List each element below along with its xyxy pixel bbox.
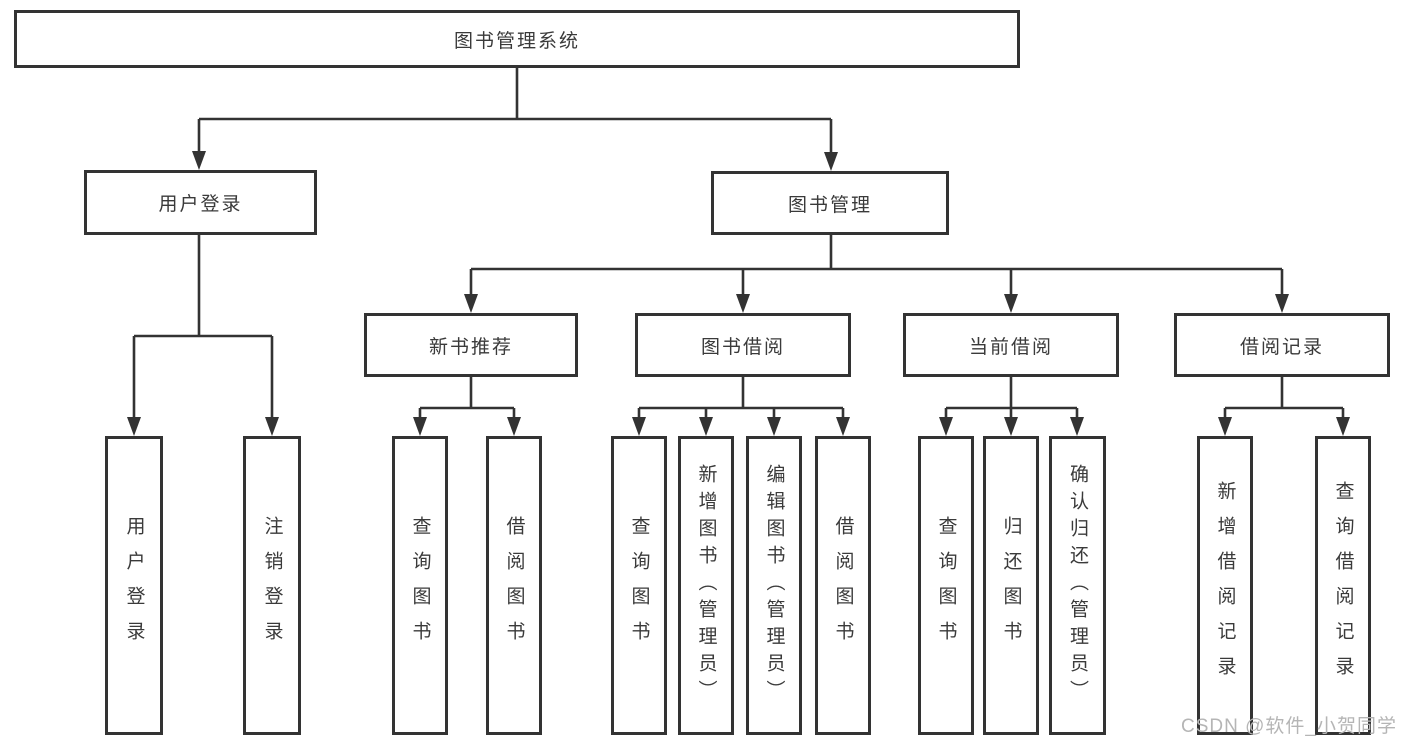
- leaf-query-book-borrow: 查询图书: [611, 436, 667, 735]
- leaf-confirm-return-admin: 确认归还（管理员）: [1049, 436, 1106, 735]
- leaf-user-login-label: 用户登录: [123, 515, 145, 656]
- leaf-add-borrow-record-label: 新增借阅记录: [1214, 480, 1236, 691]
- leaf-add-book-admin-label: 新增图书（管理员）: [695, 464, 717, 707]
- leaf-return-book: 归还图书: [983, 436, 1039, 735]
- node-new-book-recommend-label: 新书推荐: [428, 336, 513, 358]
- node-book-management-label: 图书管理: [787, 194, 872, 216]
- leaf-logout-login-label: 注销登录: [261, 515, 283, 656]
- leaf-borrow-book: 借阅图书: [815, 436, 871, 735]
- node-book-borrow: 图书借阅: [635, 313, 851, 377]
- leaf-confirm-return-admin-label: 确认归还（管理员）: [1067, 464, 1088, 707]
- node-borrow-records-label: 借阅记录: [1239, 336, 1324, 358]
- leaf-query-borrow-record-label: 查询借阅记录: [1332, 480, 1354, 691]
- leaf-user-login: 用户登录: [105, 436, 163, 735]
- node-root-label: 图书管理系统: [453, 30, 580, 52]
- leaf-edit-book-admin: 编辑图书（管理员）: [746, 436, 802, 735]
- node-book-management: 图书管理: [711, 171, 949, 235]
- leaf-query-borrow-record: 查询借阅记录: [1315, 436, 1371, 735]
- leaf-edit-book-admin-label: 编辑图书（管理员）: [763, 464, 785, 707]
- leaf-borrow-book-recommend-label: 借阅图书: [503, 515, 525, 656]
- leaf-return-book-label: 归还图书: [1000, 515, 1022, 656]
- arrowheads: [127, 151, 1350, 436]
- leaf-add-book-admin: 新增图书（管理员）: [678, 436, 734, 735]
- node-user-login-label: 用户登录: [158, 194, 243, 215]
- leaf-query-book-recommend: 查询图书: [392, 436, 448, 735]
- leaf-add-borrow-record: 新增借阅记录: [1197, 436, 1253, 735]
- leaf-query-book-borrow-label: 查询图书: [628, 515, 650, 656]
- csdn-watermark: CSDN @软件_小贺同学: [1181, 716, 1397, 737]
- leaf-query-book-current: 查询图书: [918, 436, 974, 735]
- leaf-borrow-book-label: 借阅图书: [832, 515, 854, 656]
- node-borrow-records: 借阅记录: [1174, 313, 1390, 377]
- leaf-logout-login: 注销登录: [243, 436, 301, 735]
- node-user-login: 用户登录: [84, 170, 317, 235]
- node-book-borrow-label: 图书借阅: [700, 336, 785, 358]
- leaf-borrow-book-recommend: 借阅图书: [486, 436, 542, 735]
- node-current-borrow-label: 当前借阅: [968, 336, 1053, 358]
- node-root: 图书管理系统: [14, 10, 1020, 68]
- node-new-book-recommend: 新书推荐: [364, 313, 578, 377]
- node-current-borrow: 当前借阅: [903, 313, 1119, 377]
- leaf-query-book-current-label: 查询图书: [935, 515, 957, 656]
- leaf-query-book-recommend-label: 查询图书: [409, 515, 431, 656]
